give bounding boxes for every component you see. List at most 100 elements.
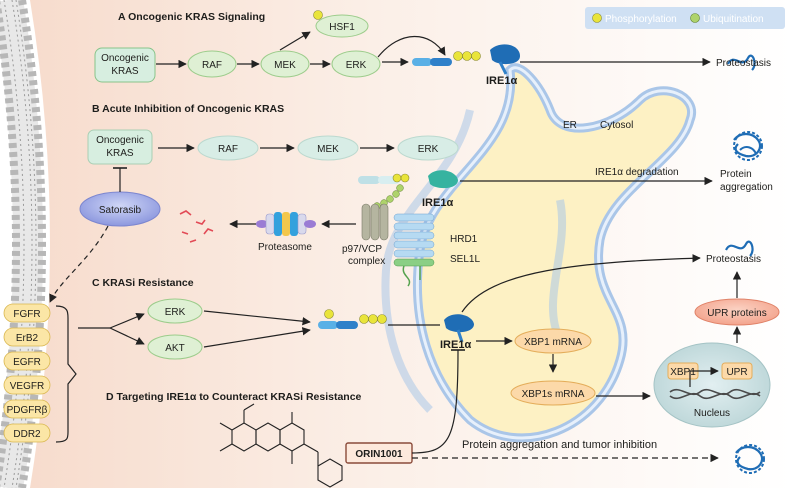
node-erk-c xyxy=(147,298,203,324)
label-protein-aggregation-line2: aggregation xyxy=(720,182,773,193)
receptor-vegfr xyxy=(3,375,51,395)
phospho-icon xyxy=(453,51,463,61)
folded-protein-icon xyxy=(727,54,756,71)
node-raf-b-label: RAF xyxy=(218,144,238,155)
receptor-ddr2 xyxy=(3,423,51,443)
node-satorasib-label: Satorasib xyxy=(99,205,142,216)
node-mek-a xyxy=(260,50,310,78)
node-kras-a-line1: Oncogenic xyxy=(101,53,149,64)
receptor-bracket xyxy=(55,305,77,443)
ubiquitin-icon xyxy=(392,190,400,198)
node-kras-b-line2: KRAS xyxy=(106,148,134,159)
hsf1-phospho-icon xyxy=(313,10,323,20)
label-ire1a-degradation: IRE1α degradation xyxy=(595,167,679,178)
orin1001-structure-icon xyxy=(219,403,343,488)
section-d: ORIN1001 Protein aggregation and tumor i… xyxy=(219,349,765,488)
orin1001-inhibition-line xyxy=(411,349,459,454)
label-sel1l: SEL1L xyxy=(450,254,480,265)
section-b-title: B Acute Inhibition of Oncogenic KRAS xyxy=(92,103,284,115)
node-mek-b xyxy=(297,135,359,161)
label-protein-aggregation-line1: Protein xyxy=(720,169,752,180)
phosphorylation-icon xyxy=(592,13,602,23)
receptor-vegfr-label: VEGFR xyxy=(10,381,44,392)
legend-ubiquitination: Ubiquitination xyxy=(703,14,764,25)
ire1a-b-protein xyxy=(358,170,458,189)
label-ire1a-c: IRE1α xyxy=(440,339,471,351)
node-upr-gene xyxy=(721,362,753,380)
receptor-fgfr-label: FGFR xyxy=(13,309,40,320)
folded-protein-icon-c xyxy=(725,240,754,257)
satorasib-resistance-arrow xyxy=(49,225,109,303)
node-raf-a xyxy=(187,50,237,78)
dna-strand-icon xyxy=(669,388,761,396)
ubiquitin-icon xyxy=(386,195,394,203)
ubiquitination-icon xyxy=(690,13,700,23)
phospho-icon xyxy=(392,173,402,183)
node-xbp1s-mrna xyxy=(510,380,596,406)
label-ire1a-a: IRE1α xyxy=(486,75,517,87)
node-akt-c xyxy=(147,334,203,360)
node-hsf1 xyxy=(315,14,369,38)
receptor-egfr-label: EGFR xyxy=(13,357,41,368)
receptor-ddr2-label: DDR2 xyxy=(13,429,41,440)
receptor-erb2-label: ErB2 xyxy=(16,333,39,344)
receptor-pdgfrb-label: PDGFRβ xyxy=(7,405,48,416)
receptor-erb2 xyxy=(3,327,51,347)
node-erk-a-label: ERK xyxy=(346,60,367,71)
node-kras-a xyxy=(94,47,156,83)
section-c: ERK AKT IRE1α Proteostasis XBP1 mRNA XBP… xyxy=(78,240,780,428)
label-p97-line2: complex xyxy=(348,256,385,267)
node-kras-a-line2: KRAS xyxy=(111,66,139,77)
node-erk-c-label: ERK xyxy=(165,307,186,318)
node-orin1001-label: ORIN1001 xyxy=(355,449,403,460)
label-hrd1: HRD1 xyxy=(450,234,478,245)
plasma-membrane xyxy=(0,0,46,491)
phospho-icon xyxy=(471,51,481,61)
hrd1-sel1l-complex-icon xyxy=(393,213,435,287)
node-xbp1s-mrna-label: XBP1s mRNA xyxy=(522,389,585,400)
label-p97-line1: p97/VCP xyxy=(342,244,382,255)
phospho-icon xyxy=(400,173,410,183)
section-c-title: C KRASi Resistance xyxy=(92,277,194,289)
proteasome-icon xyxy=(256,212,316,236)
legend: Phosphorylation Ubiquitination xyxy=(585,7,785,29)
protein-aggregate-icon xyxy=(733,131,763,161)
section-b: Oncogenic KRAS RAF MEK ERK Satorasib xyxy=(49,129,773,303)
label-tumor-inhibition: Protein aggregation and tumor inhibition xyxy=(462,439,657,451)
p97-vcp-complex-icon xyxy=(361,203,389,241)
receptor-fgfr xyxy=(3,303,51,323)
receptor-column: FGFR ErB2 EGFR VEGFR PDGFRβ DDR2 xyxy=(3,303,77,443)
legend-phosphorylation: Phosphorylation xyxy=(605,14,677,25)
node-hsf1-label: HSF1 xyxy=(329,22,355,33)
section-a: Oncogenic KRAS RAF MEK ERK HSF1 IRE1α P xyxy=(94,10,771,87)
label-cytosol: Cytosol xyxy=(600,120,633,131)
protein-aggregate-icon-d xyxy=(735,444,765,474)
section-a-title: A Oncogenic KRAS Signaling xyxy=(118,11,265,23)
label-nucleus: Nucleus xyxy=(694,408,730,419)
legend-box xyxy=(585,7,785,29)
node-xbp1-mrna xyxy=(514,328,592,354)
phospho-icon xyxy=(377,314,387,324)
node-mek-b-label: MEK xyxy=(317,144,339,155)
node-upr-gene-label: UPR xyxy=(726,367,747,378)
node-raf-b xyxy=(197,135,259,161)
peptide-fragments-icon xyxy=(179,210,214,243)
node-kras-b xyxy=(87,129,153,165)
ire1a-a-protein xyxy=(412,44,520,75)
node-upr-proteins-label: UPR proteins xyxy=(707,308,766,319)
endoplasmic-reticulum xyxy=(381,63,697,443)
node-xbp1-mrna-label: XBP1 mRNA xyxy=(524,337,582,348)
ire1a-c-protein xyxy=(318,309,474,343)
node-akt-c-label: AKT xyxy=(165,343,184,354)
node-xbp1-gene-label: XBP1 xyxy=(670,367,696,378)
node-upr-proteins xyxy=(694,298,780,326)
label-proteostasis-c: Proteostasis xyxy=(706,254,761,265)
ubiquitin-icon xyxy=(396,184,404,192)
receptor-pdgfrb xyxy=(3,399,51,419)
label-proteostasis-a: Proteostasis xyxy=(716,58,771,69)
label-ire1a-b: IRE1α xyxy=(422,197,453,209)
node-erk-b-label: ERK xyxy=(418,144,439,155)
phospho-icon xyxy=(324,309,334,319)
